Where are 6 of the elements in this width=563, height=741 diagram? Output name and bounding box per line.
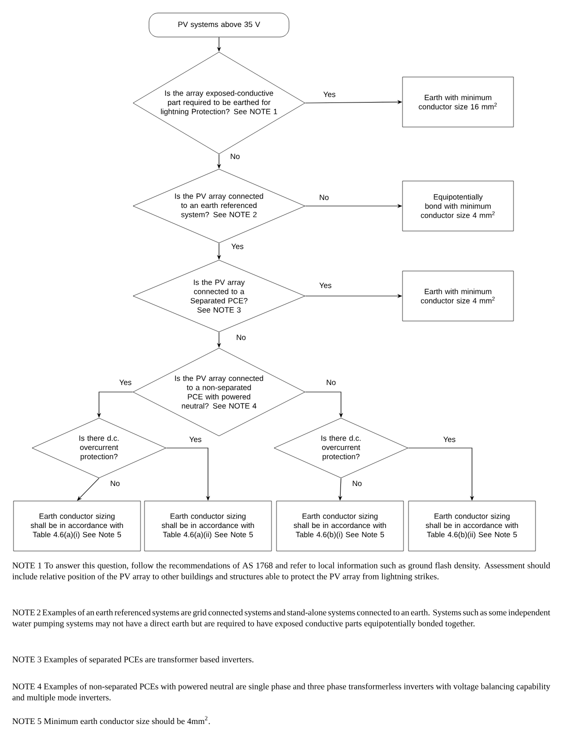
note-text: NOTE 3 Examples of separated PCEs are transformer based inverters. <box>12 656 254 664</box>
note-text: NOTE 5 Minimum earth conductor size should be 4mm$^{2}$. <box>12 716 210 724</box>
note-text: NOTE 4 Examples of non-separated PCEs with powered neutral are single phase and three phase transformerless inverters with voltage balancing capability and multiple mode inverters. <box>12 683 550 702</box>
note-text: NOTE 1 To answer this question, follow the recommendations of AS 1768 and refer to local information such as ground flash density. Assessment should include relative position of the PV array to other buildings and structures able to protect the PV array from lightning strikes. <box>12 562 550 582</box>
arrow <box>77 478 100 501</box>
note-text: NOTE 2 Examples of an earth referenced systems are grid connected systems and stand-alone systems connected to an earth. Systems such as some independent water pumping systems may not have a direct earth but are required to have exposed conductive parts equipotentially bonded together. <box>12 609 550 628</box>
